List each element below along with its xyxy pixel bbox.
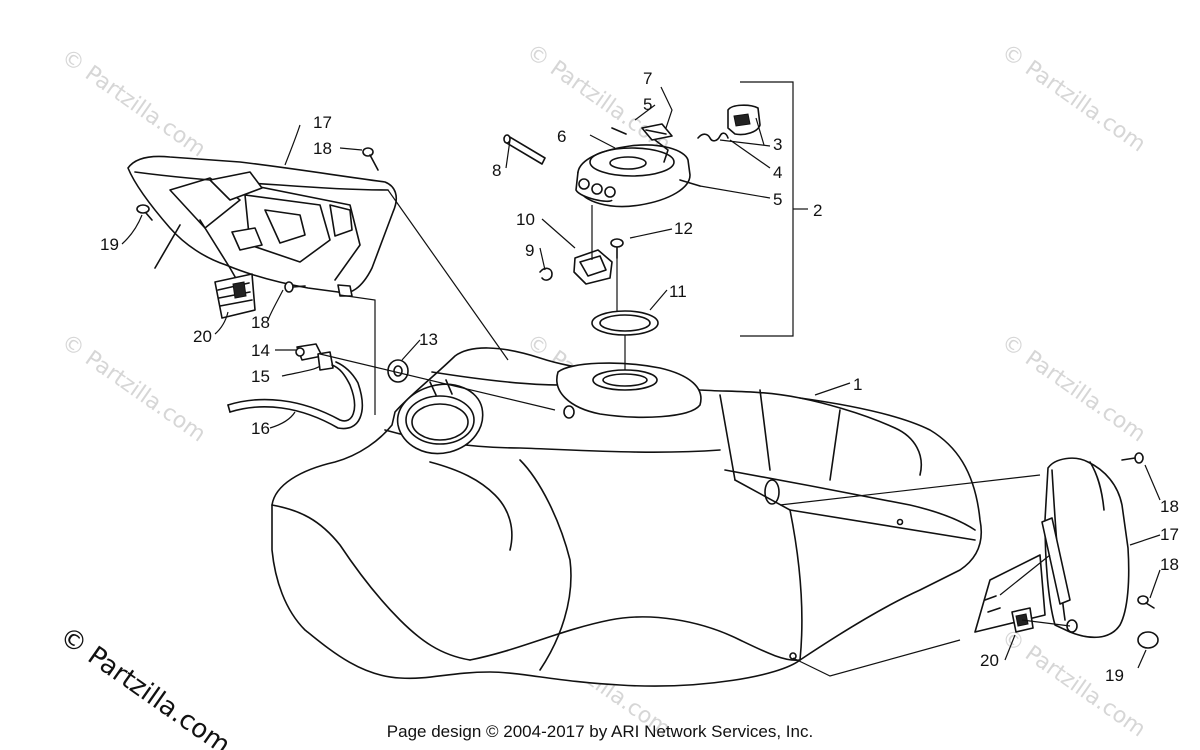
callout-11: 11 xyxy=(669,282,687,301)
bolt-left-upper xyxy=(362,147,379,171)
right-side-panel xyxy=(1041,457,1130,639)
callout-5-lower: 5 xyxy=(773,190,782,209)
callout-17-left: 17 xyxy=(313,113,332,132)
small-pin-lower xyxy=(679,179,701,187)
bracket-plate-right xyxy=(974,554,1046,633)
spring-clip-7 xyxy=(641,123,673,141)
callout-18-left-upper: 18 xyxy=(313,139,332,158)
clip-bracket-left xyxy=(214,273,256,319)
screw-12 xyxy=(610,238,624,259)
gasket-ring-11 xyxy=(591,310,659,336)
callout-3: 3 xyxy=(773,135,782,154)
fuel-tank xyxy=(271,347,982,687)
pump-cap-assembly xyxy=(575,139,691,208)
callout-1: 1 xyxy=(853,375,862,394)
callout-19-left: 19 xyxy=(100,235,119,254)
callout-9: 9 xyxy=(525,241,534,260)
callout-labels: 1 2 3 4 5 5 6 7 8 9 10 11 12 13 14 15 16… xyxy=(100,69,1179,685)
callout-12: 12 xyxy=(674,219,693,238)
spring-9 xyxy=(539,267,553,281)
callout-14: 14 xyxy=(251,341,270,360)
callout-7: 7 xyxy=(643,69,652,88)
push-rivet-left xyxy=(136,204,153,221)
watermark: © Partzilla.com xyxy=(997,329,1150,447)
callout-5-upper: 5 xyxy=(643,95,652,114)
callout-15: 15 xyxy=(251,367,270,386)
callout-20-left: 20 xyxy=(193,327,212,346)
grommet-13 xyxy=(387,359,409,383)
pin-8 xyxy=(503,134,546,165)
leader-lines xyxy=(121,81,1161,677)
callout-18-right-upper: 18 xyxy=(1160,497,1179,516)
callout-18-right-lower: 18 xyxy=(1160,555,1179,574)
watermark: © Partzilla.com xyxy=(57,44,210,162)
callout-18-left-lower: 18 xyxy=(251,313,270,332)
bracket-10 xyxy=(573,249,613,285)
callout-8: 8 xyxy=(492,161,501,180)
hose-16 xyxy=(227,361,363,430)
callout-6: 6 xyxy=(557,127,566,146)
watermark: © Partzilla.com xyxy=(997,39,1150,157)
callout-19-right: 19 xyxy=(1105,666,1124,685)
callout-20-right: 20 xyxy=(980,651,999,670)
cap-cover-3 xyxy=(727,104,761,136)
bolt-left-lower xyxy=(284,281,306,293)
spring-4 xyxy=(697,132,729,142)
small-pin-upper xyxy=(611,127,627,135)
page-design-footer: Page design © 2004-2017 by ARI Network S… xyxy=(386,722,814,741)
callout-17-right: 17 xyxy=(1160,525,1179,544)
left-side-panel xyxy=(127,155,397,297)
callout-4: 4 xyxy=(773,163,782,182)
callout-16: 16 xyxy=(251,419,270,438)
callout-10: 10 xyxy=(516,210,535,229)
bolt-right-lower xyxy=(1137,595,1155,609)
callout-2: 2 xyxy=(813,201,822,220)
watermark: © Partzilla.com xyxy=(57,329,210,447)
bolt-right-upper xyxy=(1121,452,1144,464)
callout-13: 13 xyxy=(419,330,438,349)
push-rivet-right xyxy=(1066,619,1159,649)
